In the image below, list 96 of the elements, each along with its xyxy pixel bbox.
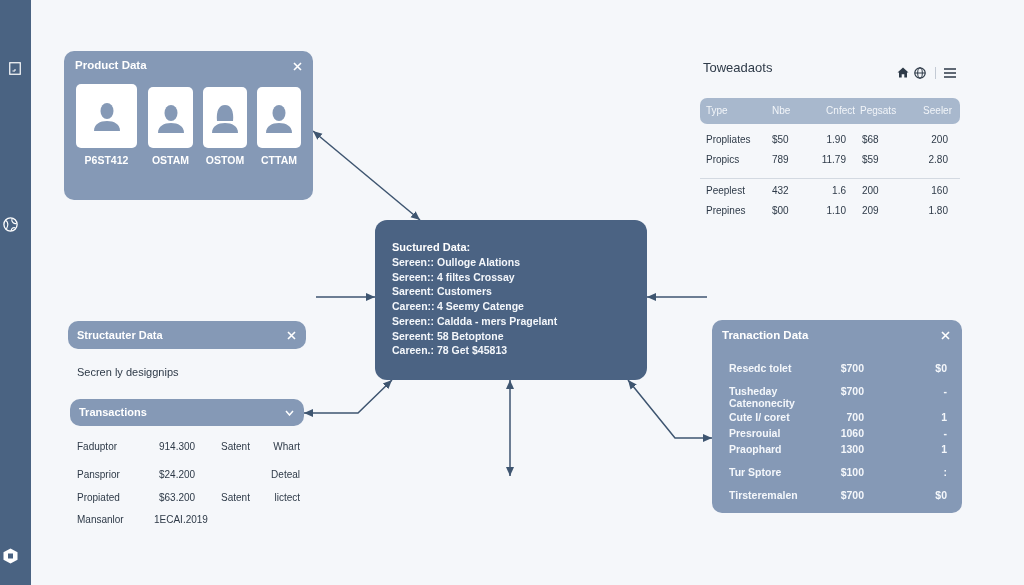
table-cell: $0 (935, 362, 947, 374)
field-value: Caldda - mers Pragelant (437, 314, 558, 328)
arrow (315, 293, 376, 301)
table-cell: 1300 (840, 443, 864, 455)
table-cell: 160 (931, 185, 948, 197)
table-cell-text: Praophard (729, 443, 783, 455)
card-label: OSTAM (151, 154, 190, 167)
field-value: 78 Get $45813 (437, 344, 508, 357)
field-label: Sereen:: (392, 256, 434, 269)
field-label: Sereen:: (392, 314, 434, 328)
card-heading: Suctured Data: (392, 241, 471, 255)
table-cell: Mansanlor (77, 514, 124, 526)
table-cell: Propics (706, 154, 740, 166)
table-title: Toweadaots (703, 60, 773, 76)
arrow (312, 130, 421, 221)
field-label: Careen.: (392, 344, 434, 357)
column-header: Type (706, 105, 728, 117)
table-cell: 200 (862, 185, 879, 197)
table-cell: 200 (931, 134, 948, 146)
field-value: 58 Betoptone (437, 329, 504, 343)
table-cell: Satent (221, 441, 250, 453)
panel-title: Tranaction Data (722, 329, 809, 343)
table-cell: 700 (846, 411, 864, 423)
table-cell-text: Tur Sptore (729, 466, 783, 478)
table-cell: $24.200 (159, 469, 196, 481)
table-cell: 789 (772, 154, 789, 166)
field-label: Careen:: (392, 300, 435, 313)
table-cell: lictect (274, 492, 300, 504)
table-cell: $00 (772, 205, 789, 217)
table-cell: Propliates (706, 134, 751, 146)
section-title: Transactions (79, 406, 147, 420)
table-cell: 11.79 (821, 154, 846, 166)
field-label: Sareent: (392, 285, 434, 298)
table-cell: Propiated (77, 492, 120, 504)
table-cell: $700 (840, 489, 864, 501)
table-cell: $100 (840, 466, 864, 478)
panel-title: Product Data (75, 59, 147, 73)
table-cell: 1.10 (826, 205, 846, 217)
table-cell: 1.90 (826, 134, 846, 146)
column-header: Seeler (923, 105, 952, 117)
table-cell-text: Presrouial (729, 427, 782, 439)
column-header: Pegsats (860, 105, 897, 117)
table-cell: Deteal (271, 469, 300, 481)
field-label: Sereen:: (392, 270, 434, 284)
table-cell-text: Tusheday Catenonecity (729, 385, 796, 409)
field-value: Customers (437, 285, 492, 298)
table-cell: 209 (862, 205, 879, 217)
arrow (506, 379, 514, 477)
panel (712, 320, 962, 513)
table-cell: Whart (273, 441, 300, 453)
column-header: Cnfect (826, 105, 855, 117)
description-text: Secren ly desiggnips (77, 366, 179, 380)
arrow (646, 293, 708, 301)
card-label: OSTOM (205, 154, 245, 167)
table-cell: - (943, 427, 947, 439)
table-cell: Prepines (706, 205, 746, 217)
card-label: P6ST412 (84, 154, 129, 167)
table-cell: $0 (935, 489, 947, 501)
table-cell: $63.200 (159, 492, 196, 504)
column-header: Nbe (772, 105, 791, 117)
table-cell: 1.80 (928, 205, 948, 217)
section-header-bar (70, 399, 304, 426)
field-value: 4 Seemy Catenge (437, 300, 524, 313)
section-header-bar (68, 321, 306, 349)
table-cell: : (943, 466, 947, 478)
table-cell: Peeplest (706, 185, 745, 197)
field-value: Oulloge Alations (437, 256, 521, 269)
table-cell: $700 (840, 385, 864, 397)
table-cell: 2.80 (928, 154, 948, 166)
arrow (627, 379, 713, 442)
table-cell: Satent (221, 492, 250, 504)
table-cell: 432 (772, 185, 789, 197)
table-cell: 1ECAI.2019 (154, 514, 208, 526)
table-cell: 1 (941, 443, 947, 455)
table-cell: $50 (772, 134, 789, 146)
table-cell: $68 (862, 134, 879, 146)
table-cell: $59 (862, 154, 879, 166)
table-cell: 1060 (840, 427, 864, 439)
table-header-row (700, 98, 960, 124)
table-cell: 1.6 (832, 185, 846, 197)
field-value: 4 filtes Crossay (437, 270, 515, 284)
table-cell: $700 (840, 362, 864, 374)
card-label: CTTAM (261, 154, 297, 167)
section-title: Structauter Data (77, 329, 163, 343)
data-card (375, 220, 647, 380)
table-cell: 1 (941, 411, 947, 423)
panel (64, 51, 313, 200)
table-cell: - (943, 385, 947, 397)
table-cell: Pansprior (77, 469, 120, 481)
table-cell-text: Tirsteremalen (729, 489, 799, 501)
table-cell: Faduptor (77, 441, 118, 453)
table-cell-text: Cute I/ coret (729, 411, 791, 423)
table-cell: 914.300 (159, 441, 196, 453)
field-label: Sereent: (392, 329, 434, 343)
arrow (303, 379, 393, 417)
table-cell-text: Resedc tolet (729, 362, 793, 374)
